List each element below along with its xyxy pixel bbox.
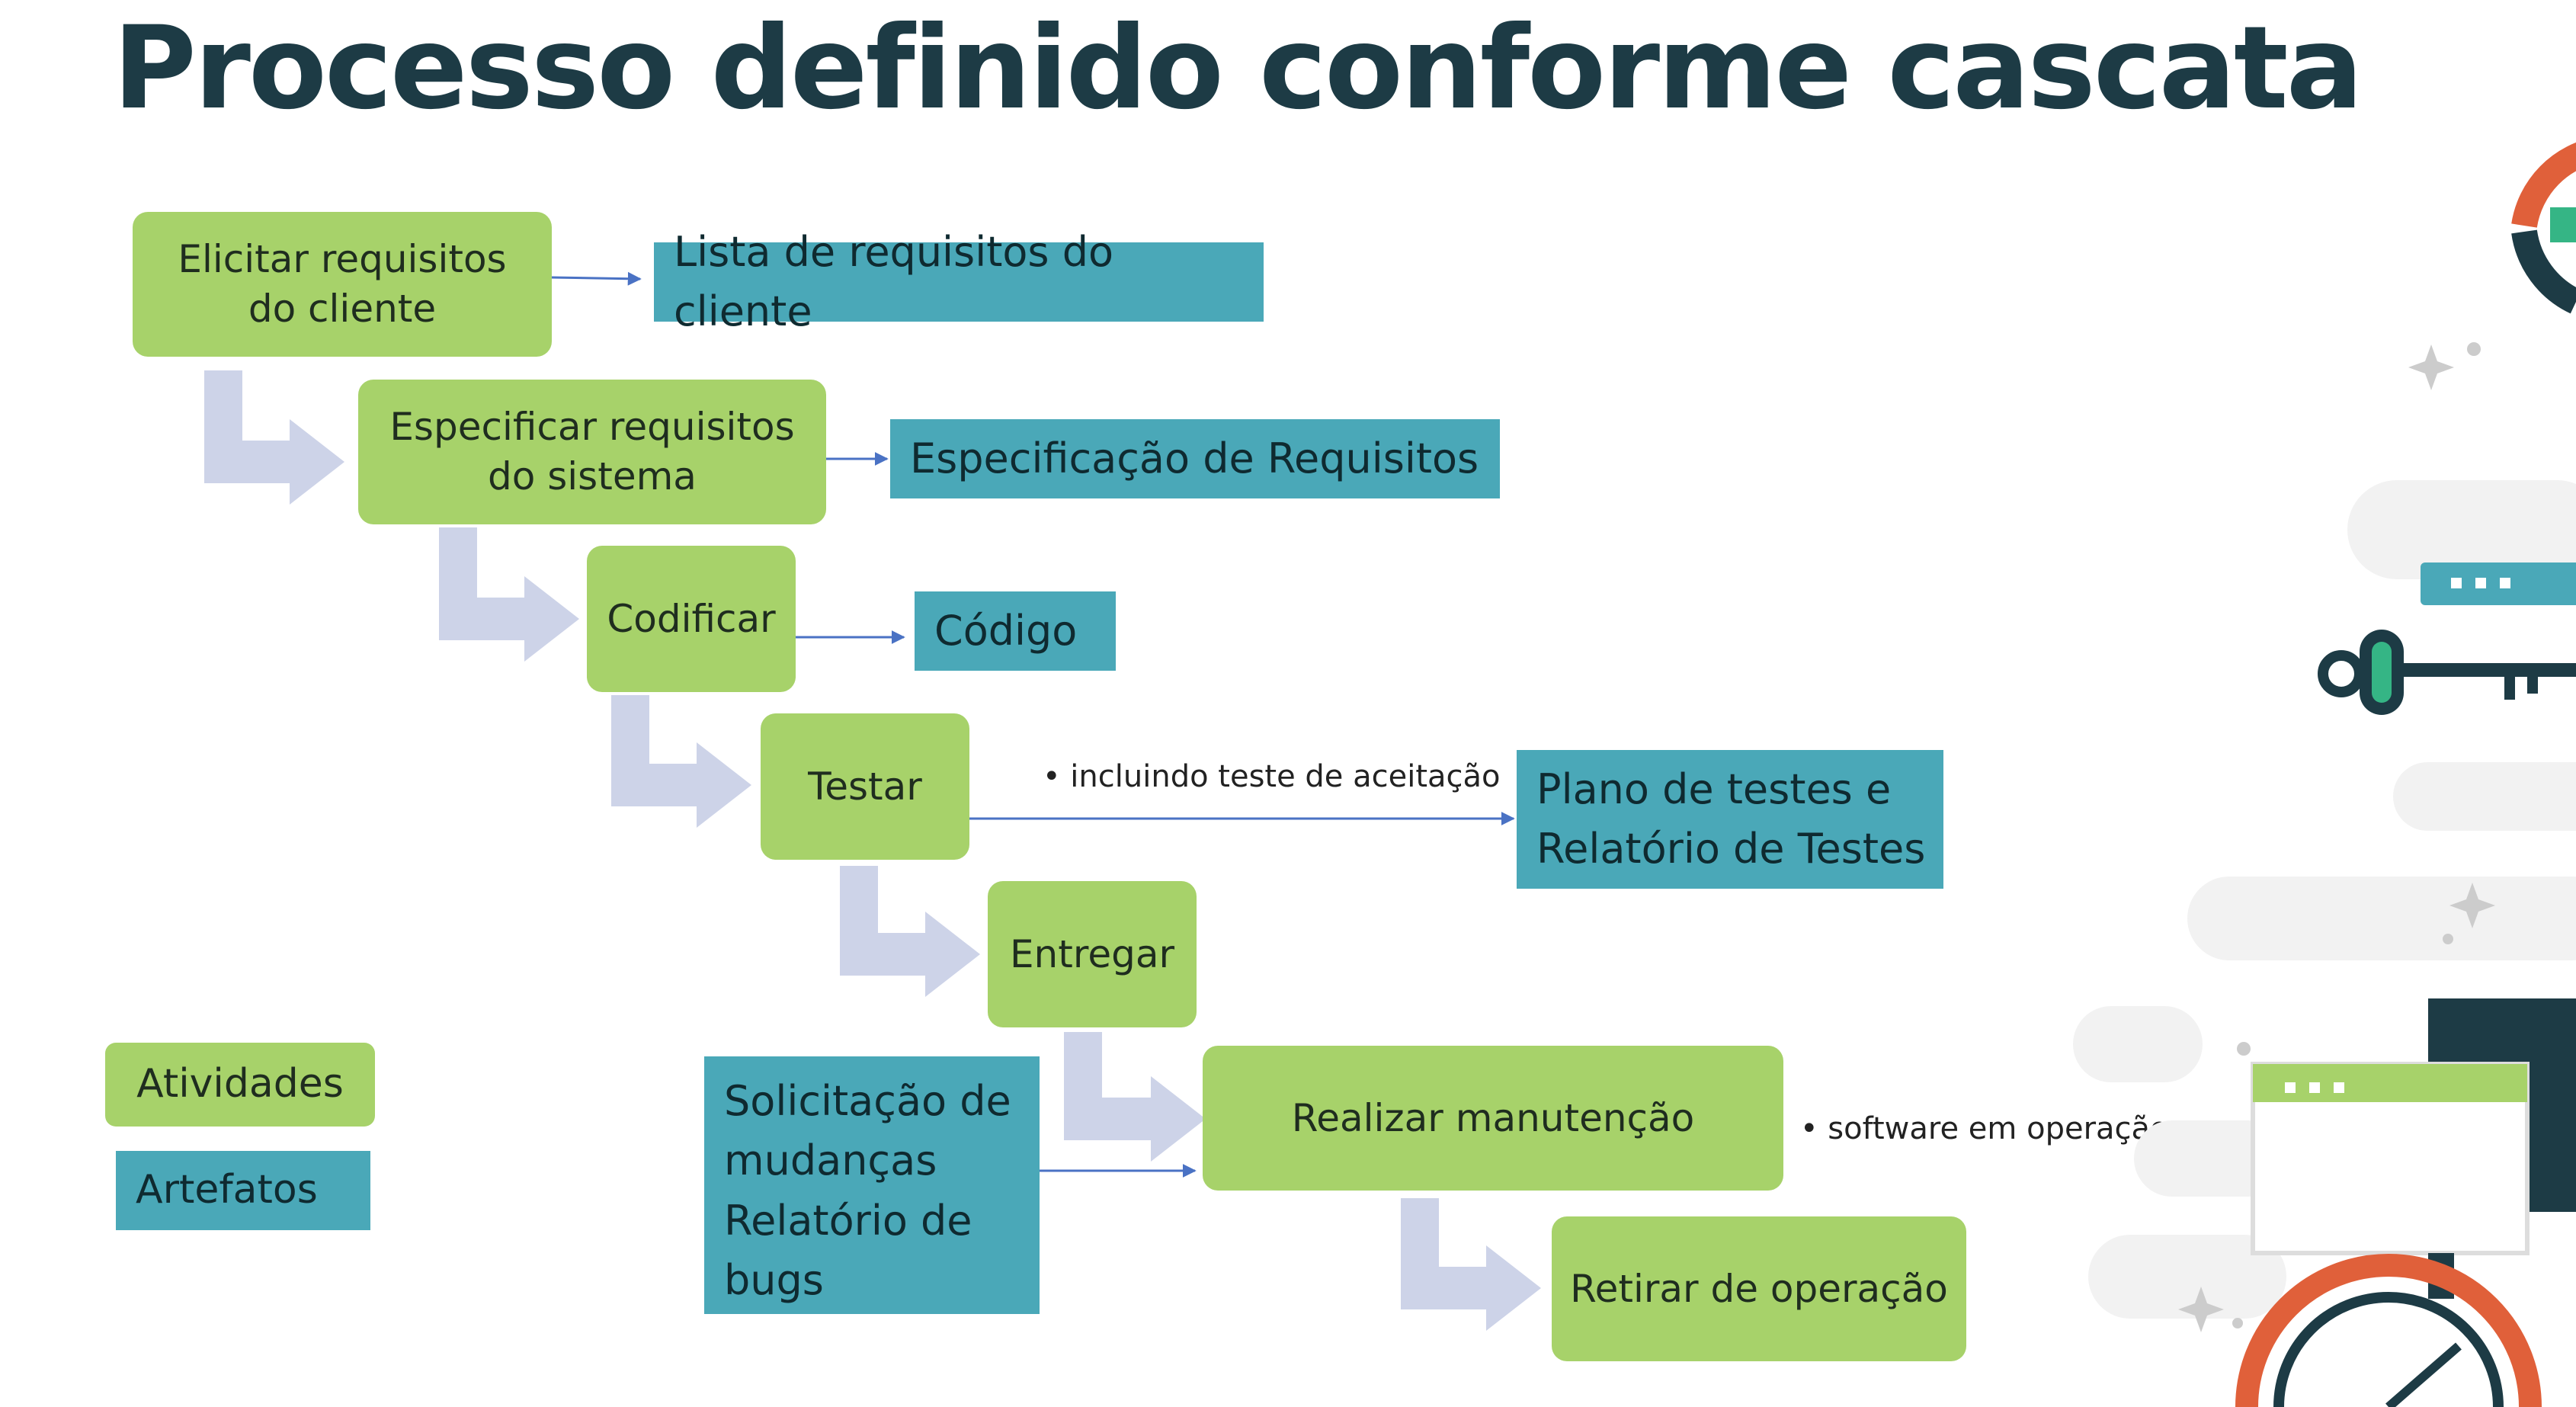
slide-title: Processo definido conforme cascata	[113, 2, 2363, 135]
activity-manutencao-label: Realizar manutenção	[1291, 1095, 1695, 1140]
connector-lista	[551, 271, 642, 286]
activity-especificar-label: Especificar requisitos do sistema	[389, 405, 795, 498]
key-icon	[2318, 630, 2576, 715]
dots-badge-icon	[2421, 562, 2576, 605]
artifact-plano[interactable]: Plano de testes e Relatório de Testes	[1517, 750, 1943, 889]
activity-elicitar-label: Elicitar requisitos do cliente	[178, 237, 507, 331]
legend-artefatos-label: Artefatos	[136, 1167, 318, 1213]
artifact-solicitacao-label: Solicitação de mudanças Relatório de bug…	[724, 1077, 1011, 1304]
flow-arrow-1	[204, 370, 344, 505]
activity-manutencao[interactable]: Realizar manutenção	[1203, 1046, 1783, 1191]
artifact-plano-label: Plano de testes e Relatório de Testes	[1536, 764, 1926, 873]
activity-entregar[interactable]: Entregar	[988, 881, 1197, 1027]
flow-arrow-5	[1064, 1032, 1206, 1162]
note-teste-aceitacao: • incluindo teste de aceitação	[1043, 759, 1501, 794]
flow-arrow-3	[611, 695, 751, 828]
activity-entregar-label: Entregar	[1009, 931, 1175, 976]
activity-testar-label: Testar	[808, 764, 922, 809]
artifact-solicitacao[interactable]: Solicitação de mudanças Relatório de bug…	[704, 1056, 1040, 1314]
activity-elicitar[interactable]: Elicitar requisitos do cliente	[133, 212, 552, 357]
browser-window-icon	[2251, 998, 2576, 1299]
activity-retirar-label: Retirar de operação	[1570, 1266, 1948, 1311]
gauge-ring-icon	[2511, 142, 2576, 314]
flow-arrow-2	[439, 527, 579, 662]
flow-arrow-6	[1401, 1198, 1541, 1331]
note-software-operacao: • software em operação	[1800, 1111, 2169, 1146]
activity-especificar[interactable]: Especificar requisitos do sistema	[358, 380, 826, 524]
activity-codificar[interactable]: Codificar	[587, 546, 796, 692]
artifact-lista[interactable]: Lista de requisitos do cliente	[654, 228, 1264, 335]
legend-atividades-label: Atividades	[136, 1061, 344, 1107]
artifact-codigo-label: Código	[934, 606, 1078, 655]
artifact-codigo[interactable]: Código	[915, 591, 1116, 671]
legend-artefatos: Artefatos	[116, 1151, 370, 1230]
artifact-especificacao[interactable]: Especificação de Requisitos	[890, 419, 1500, 498]
activity-retirar[interactable]: Retirar de operação	[1552, 1216, 1966, 1361]
speedometer-icon	[2235, 1254, 2542, 1407]
flow-arrow-4	[840, 866, 980, 997]
artifact-especificacao-label: Especificação de Requisitos	[910, 434, 1479, 482]
activity-codificar-label: Codificar	[607, 596, 776, 641]
activity-testar[interactable]: Testar	[761, 713, 969, 860]
sparkle-icons	[2178, 342, 2495, 1332]
legend-atividades: Atividades	[105, 1043, 375, 1127]
artifact-lista-label: Lista de requisitos do cliente	[674, 227, 1114, 335]
